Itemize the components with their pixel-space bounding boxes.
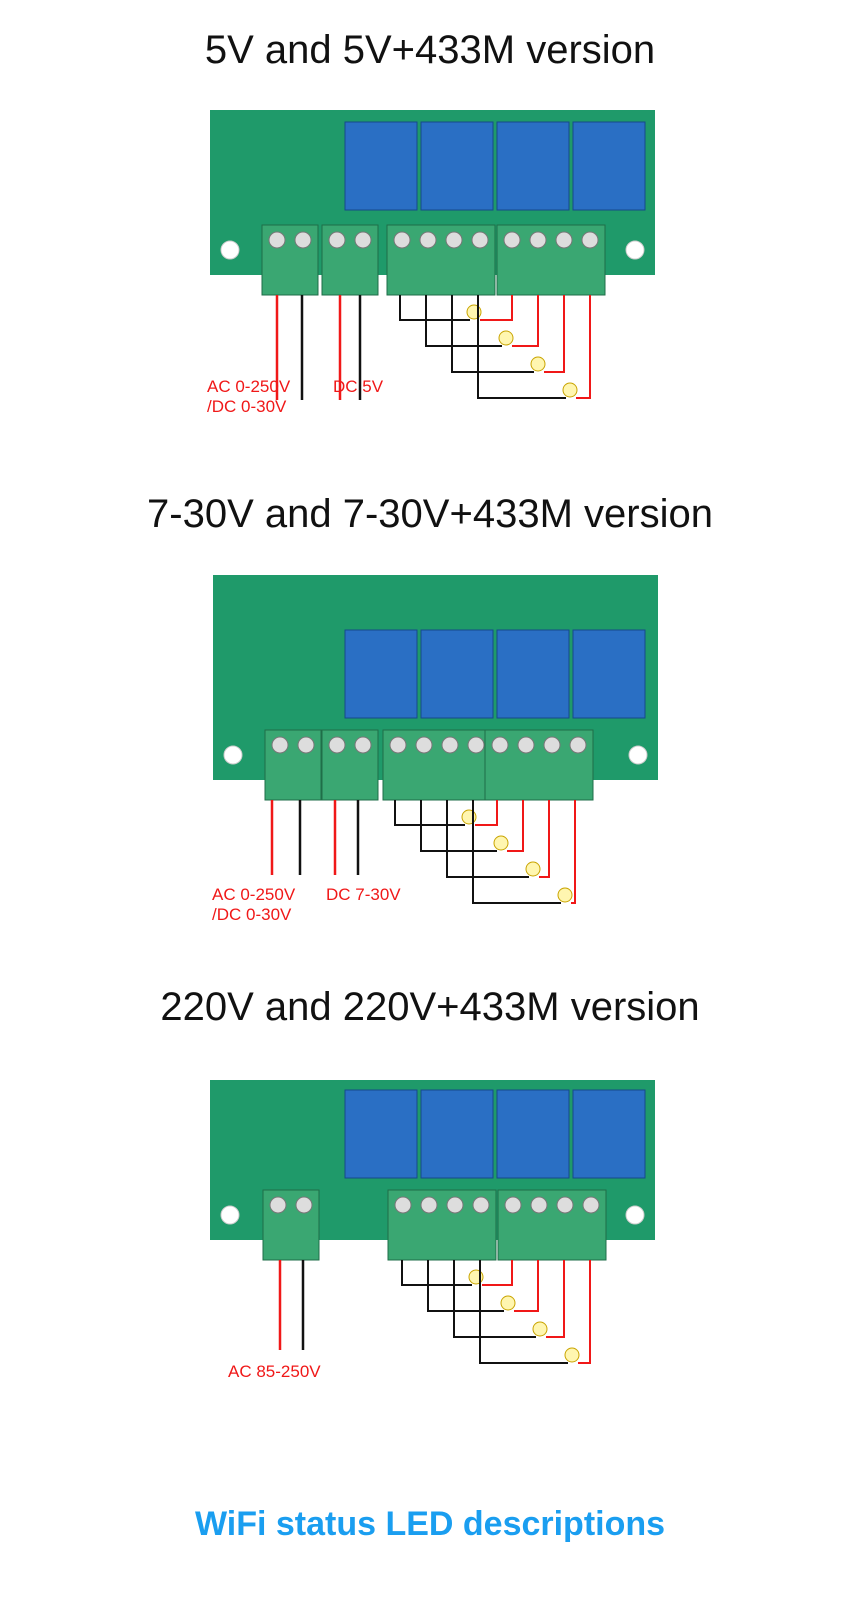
terminal-screw bbox=[419, 231, 437, 249]
terminal-screw bbox=[415, 736, 433, 754]
terminal-screw bbox=[581, 231, 599, 249]
terminal-screw bbox=[491, 736, 509, 754]
terminal-screw bbox=[393, 231, 411, 249]
mount-hole bbox=[628, 745, 648, 765]
terminal-screw bbox=[420, 1196, 438, 1214]
section-title-220v: 220V and 220V+433M version bbox=[160, 985, 700, 1029]
terminal-screw bbox=[530, 1196, 548, 1214]
terminal-screw bbox=[517, 736, 535, 754]
load-wire-black bbox=[401, 1260, 472, 1286]
terminal-screw bbox=[446, 1196, 464, 1214]
light-bulb-icon bbox=[493, 835, 509, 851]
terminal-screw bbox=[297, 736, 315, 754]
relay bbox=[344, 121, 418, 211]
load-wire-red bbox=[475, 800, 498, 826]
terminal-screw bbox=[543, 736, 561, 754]
load-wire-red bbox=[576, 295, 591, 399]
terminal-screw bbox=[445, 231, 463, 249]
load-wire-red bbox=[482, 1260, 513, 1286]
terminal-screw bbox=[582, 1196, 600, 1214]
power-label: AC 85-250V bbox=[228, 1362, 321, 1381]
terminal-screw bbox=[556, 1196, 574, 1214]
load-wire-red bbox=[544, 295, 565, 373]
load-wire-black bbox=[394, 800, 465, 826]
terminal-screw bbox=[504, 1196, 522, 1214]
power-label: AC 0-250V bbox=[212, 885, 296, 904]
section-title-5v: 5V and 5V+433M version bbox=[204, 28, 656, 72]
terminal-screw bbox=[503, 231, 521, 249]
light-bulb-icon bbox=[557, 887, 573, 903]
terminal-screw bbox=[389, 736, 407, 754]
load-wire-black bbox=[472, 800, 561, 904]
relay bbox=[572, 629, 646, 719]
mount-hole bbox=[220, 240, 240, 260]
load-wire-red bbox=[571, 800, 576, 904]
load-wire-black bbox=[479, 1260, 568, 1364]
terminal-screw bbox=[569, 736, 587, 754]
power-label: AC 0-250V bbox=[207, 377, 291, 396]
terminal-screw bbox=[555, 231, 573, 249]
light-bulb-icon bbox=[562, 382, 578, 398]
load-wire-red bbox=[507, 800, 524, 852]
terminal-screw bbox=[354, 231, 372, 249]
terminal-screw bbox=[472, 1196, 490, 1214]
terminal-screw bbox=[328, 736, 346, 754]
relay bbox=[496, 121, 570, 211]
relay bbox=[496, 629, 570, 719]
load-wire-red bbox=[546, 1260, 565, 1338]
light-bulb-icon bbox=[500, 1295, 516, 1311]
terminal-screw bbox=[471, 231, 489, 249]
mount-hole bbox=[625, 1205, 645, 1225]
load-wire-red bbox=[480, 295, 513, 321]
load-wire-black bbox=[453, 1260, 536, 1338]
terminal-screw bbox=[394, 1196, 412, 1214]
light-bulb-icon bbox=[525, 861, 541, 877]
terminal-screw bbox=[529, 231, 547, 249]
terminal-screw bbox=[295, 1196, 313, 1214]
load-wire-black bbox=[446, 800, 529, 878]
light-bulb-icon bbox=[564, 1347, 580, 1363]
power-label-dc: /DC 0-30V bbox=[207, 397, 287, 416]
load-wire-red bbox=[539, 800, 550, 878]
mount-hole bbox=[223, 745, 243, 765]
light-bulb-icon bbox=[532, 1321, 548, 1337]
wiring-diagram-5v bbox=[210, 110, 655, 400]
wiring-diagram-7-30v bbox=[213, 575, 658, 904]
footer-heading: WiFi status LED descriptions bbox=[194, 1505, 666, 1543]
terminal-screw bbox=[467, 736, 485, 754]
mount-hole bbox=[625, 240, 645, 260]
load-wire-black bbox=[427, 1260, 504, 1312]
load-wire-black bbox=[425, 295, 502, 347]
load-wire-black bbox=[420, 800, 497, 852]
terminal-screw bbox=[441, 736, 459, 754]
load-wire-red bbox=[512, 295, 539, 347]
terminal-screw bbox=[354, 736, 372, 754]
relay bbox=[572, 1089, 646, 1179]
load-wire-red bbox=[578, 1260, 591, 1364]
relay bbox=[420, 1089, 494, 1179]
load-wire-black bbox=[451, 295, 534, 373]
relay bbox=[344, 629, 418, 719]
terminal-screw bbox=[268, 231, 286, 249]
section-title-7-30v: 7-30V and 7-30V+433M version bbox=[147, 492, 713, 536]
terminal-screw bbox=[269, 1196, 287, 1214]
mount-hole bbox=[220, 1205, 240, 1225]
terminal-screw bbox=[294, 231, 312, 249]
terminal-screw bbox=[271, 736, 289, 754]
light-bulb-icon bbox=[530, 356, 546, 372]
light-bulb-icon bbox=[498, 330, 514, 346]
dc-label: DC 7-30V bbox=[326, 885, 401, 904]
wiring-diagram-220v bbox=[210, 1080, 655, 1364]
relay bbox=[572, 121, 646, 211]
power-label-dc: /DC 0-30V bbox=[212, 905, 292, 924]
relay bbox=[420, 121, 494, 211]
relay bbox=[496, 1089, 570, 1179]
relay bbox=[420, 629, 494, 719]
load-wire-black bbox=[399, 295, 470, 321]
terminal-screw bbox=[328, 231, 346, 249]
load-wire-black bbox=[477, 295, 566, 399]
relay bbox=[344, 1089, 418, 1179]
dc-label: DC 5V bbox=[333, 377, 384, 396]
load-wire-red bbox=[514, 1260, 539, 1312]
